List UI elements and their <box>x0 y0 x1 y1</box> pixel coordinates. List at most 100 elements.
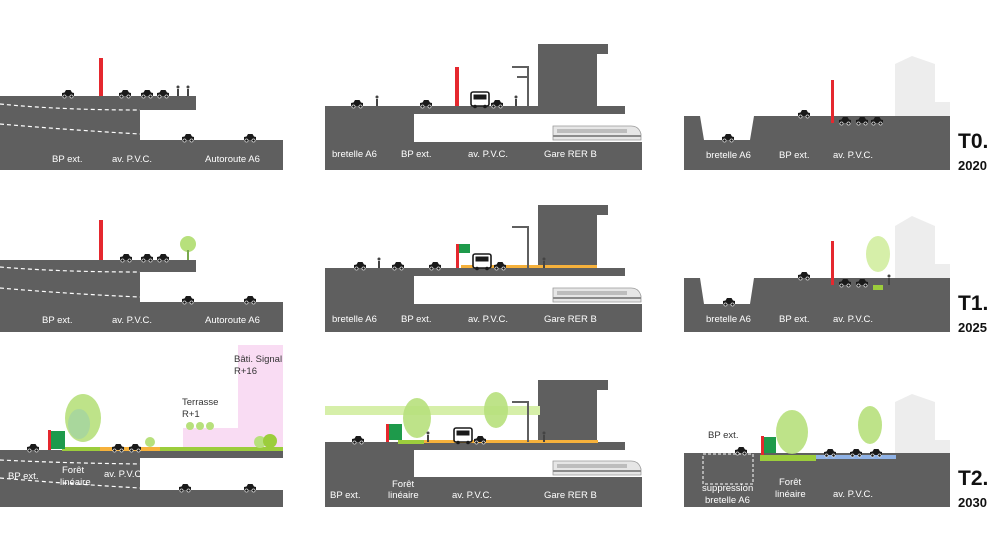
label-bp-ext: BP ext. <box>779 314 809 325</box>
signal-pole <box>455 67 459 106</box>
label-foret: Forêt <box>779 477 802 488</box>
label-bp-ext: BP ext. <box>401 314 431 325</box>
signal-building <box>238 345 283 449</box>
label-lineaire: linéaire <box>60 477 91 488</box>
t1-right-section: bretelle A6 BP ext. av. P.V.C. <box>684 216 950 332</box>
signal-pole <box>761 436 764 455</box>
label-av-pvc: av. P.V.C. <box>104 469 144 480</box>
building-silhouette <box>895 216 950 285</box>
green-strip <box>62 447 283 451</box>
label-terrasse-level: R+1 <box>182 409 200 420</box>
ground-profile <box>0 96 283 170</box>
pedestrian-icon <box>186 85 190 96</box>
green-block <box>764 437 776 453</box>
signal-pole <box>386 424 389 442</box>
building-silhouette <box>895 394 950 460</box>
green-block <box>459 244 470 253</box>
phase-code: T0. <box>958 130 988 153</box>
label-suppression: suppression <box>702 483 753 494</box>
suppressed-bretelle-outline <box>702 453 754 485</box>
label-av-pvc: av. P.V.C. <box>112 154 152 165</box>
phase-code: T1. <box>958 292 988 315</box>
canopy-sign <box>517 76 527 78</box>
green-canopy-band <box>325 406 540 415</box>
train-icon <box>552 460 642 476</box>
ground-profile <box>684 278 950 332</box>
label-lineaire: linéaire <box>388 490 419 501</box>
pedestrian-icon <box>377 257 381 268</box>
green-block <box>389 424 402 440</box>
t0-left-section: BP ext. av. P.V.C. Autoroute A6 <box>0 58 283 170</box>
label-terrasse: Terrasse <box>182 397 218 408</box>
t2-right-section: BP ext. suppression bretelle A6 Forêt li… <box>684 394 950 507</box>
tree-icon <box>403 398 431 438</box>
row-t0: BP ext. av. P.V.C. Autoroute A6 bretelle… <box>0 44 988 173</box>
label-autoroute-a6: Autoroute A6 <box>205 154 260 165</box>
label-bretelle-a6: bretelle A6 <box>705 495 750 506</box>
label-bretelle-a6: bretelle A6 <box>332 314 377 325</box>
ground-profile <box>0 450 283 507</box>
tree-icon <box>776 410 808 454</box>
pedestrian-icon <box>176 85 180 96</box>
label-bp-ext: BP ext. <box>8 471 38 482</box>
label-bretelle-a6: bretelle A6 <box>706 314 751 325</box>
label-bp-ext: BP ext. <box>330 490 360 501</box>
lane-dash <box>0 459 141 465</box>
lane-dash <box>0 266 141 273</box>
t1-left-section: BP ext. av. P.V.C. Autoroute A6 <box>0 220 283 332</box>
t1-middle-section: bretelle A6 BP ext. av. P.V.C. Gare RER … <box>325 205 642 332</box>
blue-strip <box>816 455 896 459</box>
label-bp-ext: BP ext. <box>42 315 72 326</box>
ground-profile <box>684 453 950 507</box>
t2-middle-section: BP ext. Forêt linéaire av. P.V.C. Gare R… <box>325 380 642 507</box>
phase-year: 2030 <box>958 495 987 510</box>
label-bp-ext: BP ext. <box>401 149 431 160</box>
terrace-building <box>183 428 241 449</box>
label-foret: Forêt <box>392 479 415 490</box>
label-gare-rer-b: Gare RER B <box>544 490 597 501</box>
label-av-pvc: av. P.V.C. <box>452 490 492 501</box>
t0-right-section: bretelle A6 BP ext. av. P.V.C. <box>684 56 950 170</box>
phase-year: 2020 <box>958 158 987 173</box>
pedestrian-icon <box>514 95 518 106</box>
canopy-post <box>527 66 529 106</box>
green-block <box>51 431 65 449</box>
t0-middle-section: bretelle A6 BP ext. av. P.V.C. Gare RER … <box>325 44 642 170</box>
label-couverture-lourde-a6: Couverture lourde A6 <box>174 470 264 481</box>
label-gare-rer-b: Gare RER B <box>544 149 597 160</box>
tree-icon <box>866 236 890 272</box>
label-bati-signal: Bâti. Signal <box>234 354 282 365</box>
label-bp-ext: BP ext. <box>779 150 809 161</box>
train-icon <box>552 287 642 303</box>
row-t1: BP ext. av. P.V.C. Autoroute A6 bretelle… <box>0 205 988 335</box>
label-bp-ext: BP ext. <box>708 430 738 441</box>
row-t2: BP ext. Forêt linéaire av. P.V.C. Couver… <box>0 345 988 510</box>
lane-dash <box>0 123 141 135</box>
label-lineaire: linéaire <box>775 489 806 500</box>
green-strip <box>760 455 816 461</box>
tree-icon <box>858 406 882 444</box>
orange-strip <box>398 440 598 443</box>
label-foret: Forêt <box>62 465 85 476</box>
train-icon <box>552 125 642 141</box>
lane-dash <box>0 103 141 111</box>
ground-profile <box>0 260 283 332</box>
label-av-pvc: av. P.V.C. <box>833 150 873 161</box>
phase-year: 2025 <box>958 320 987 335</box>
bus-icon <box>453 427 473 446</box>
label-autoroute-a6: Autoroute A6 <box>205 315 260 326</box>
phase-code: T2. <box>958 467 988 490</box>
signal-pole <box>456 244 459 268</box>
signal-pole <box>831 80 834 123</box>
label-bretelle-a6: bretelle A6 <box>706 150 751 161</box>
pedestrian-icon <box>375 95 379 106</box>
signal-pole <box>48 430 51 450</box>
signal-pole <box>831 241 834 285</box>
tree-icon <box>484 392 508 428</box>
signal-pole <box>99 220 103 260</box>
label-av-pvc: av. P.V.C. <box>468 149 508 160</box>
bus-icon <box>472 253 492 272</box>
signal-pole <box>99 58 103 96</box>
lane-dash <box>0 287 141 298</box>
